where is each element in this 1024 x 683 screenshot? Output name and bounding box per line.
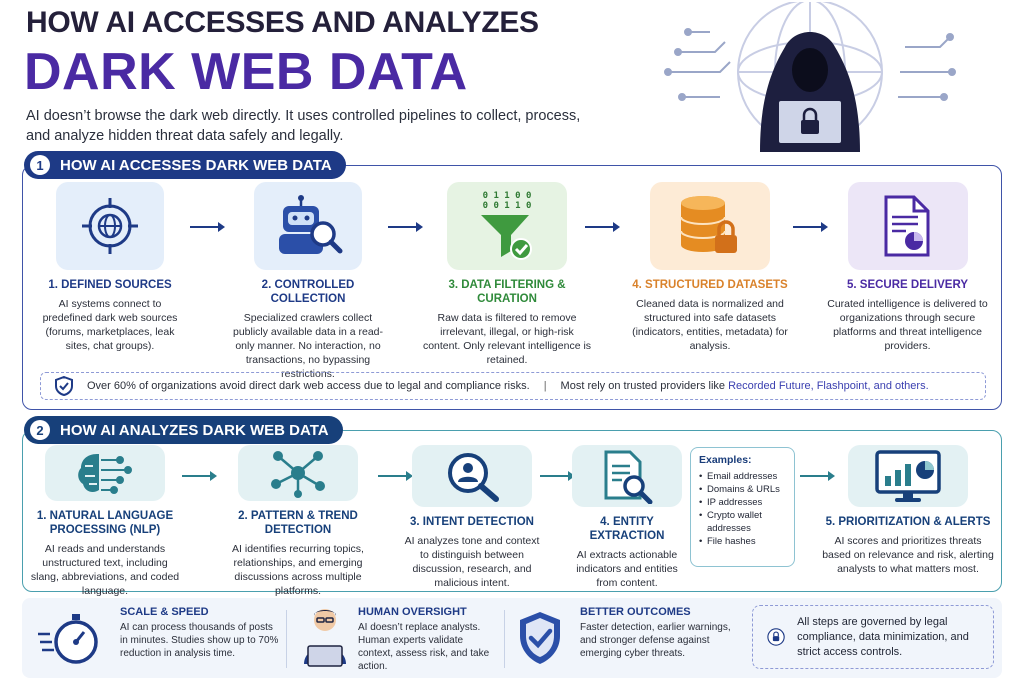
step-title: 1. NATURAL LANGUAGE PROCESSING (NLP) — [36, 510, 174, 536]
example-item: Domains & URLs — [699, 483, 786, 496]
section-title: HOW AI ANALYZES DARK WEB DATA — [60, 421, 329, 439]
stopwatch-icon — [38, 614, 98, 664]
arrow-right-icon — [540, 471, 575, 481]
section-access — [22, 165, 1002, 410]
note-right-prefix: Most rely on trusted providers like — [560, 380, 729, 392]
arrow-right-icon — [388, 222, 423, 232]
governance-text: All steps are governed by legal complian… — [797, 615, 969, 658]
step-description: AI analyzes tone and context to distingu… — [404, 535, 540, 589]
circuit-lines-left — [664, 28, 731, 101]
step-description: AI scores and prioritizes threats based … — [822, 535, 994, 575]
note-right-text: Most rely on trusted providers like Reco… — [561, 380, 929, 392]
access-step-data-filtering: 0 1 1 0 0 0 0 1 1 0 3. DATA FILTERING & … — [422, 182, 592, 367]
shield-check-icon — [55, 376, 73, 396]
benefit-description: AI can process thousands of posts in min… — [120, 622, 279, 659]
arrow-right-icon — [378, 471, 413, 481]
benefit-title: HUMAN OVERSIGHT — [358, 606, 467, 618]
step-description: AI extracts actionable indicators and en… — [576, 549, 678, 589]
robot-magnifier-icon — [254, 182, 362, 270]
intro-text: AI doesn’t browse the dark web directly.… — [26, 108, 581, 144]
step-description: AI systems connect to predefined dark we… — [42, 298, 178, 352]
shield-check-icon — [520, 612, 560, 664]
benefit-title: BETTER OUTCOMES — [580, 606, 691, 618]
benefit-human-oversight: HUMAN OVERSIGHT AI doesn’t replace analy… — [358, 606, 498, 673]
divider — [504, 610, 505, 668]
examples-title: Examples: — [699, 454, 752, 466]
example-item: Crypto wallet addresses — [699, 509, 786, 535]
section-number: 1 — [30, 155, 50, 175]
entity-examples-box: Examples: Email addresses Domains & URLs… — [690, 447, 795, 567]
hooded-hacker-illustration — [664, 2, 956, 152]
example-item: IP addresses — [699, 496, 786, 509]
page-title-line1: HOW AI ACCESSES AND ANALYZES — [26, 6, 539, 39]
step-title: 5. SECURE DELIVERY — [847, 279, 968, 291]
brain-circuit-icon — [45, 445, 165, 501]
section-number: 2 — [30, 420, 50, 440]
hood-face — [792, 48, 828, 92]
benefit-description: Faster detection, earlier warnings, and … — [580, 622, 731, 659]
example-item: File hashes — [699, 535, 786, 548]
divider — [286, 610, 287, 668]
step-title: 5. PRIORITIZATION & ALERTS — [825, 516, 991, 528]
page-title-line2: DARK WEB DATA — [24, 43, 468, 101]
section-analysis-header: 2 HOW AI ANALYZES DARK WEB DATA — [24, 416, 343, 444]
benefits-bar: SCALE & SPEED AI can process thousands o… — [22, 598, 1002, 678]
step-title: 2. CONTROLLED COLLECTION — [261, 279, 355, 305]
access-step-controlled-collection: 2. CONTROLLED COLLECTION Specialized cra… — [228, 182, 388, 381]
note-separator: | — [543, 380, 547, 392]
analysis-step-prioritization: 5. PRIORITIZATION & ALERTS AI scores and… — [822, 445, 994, 576]
step-title: 4. STRUCTURED DATASETS — [632, 279, 788, 291]
access-step-structured-datasets: 4. STRUCTURED DATASETS Cleaned data is n… — [620, 182, 800, 353]
benefit-scale-speed: SCALE & SPEED AI can process thousands o… — [120, 606, 280, 660]
access-step-secure-delivery: 5. SECURE DELIVERY Curated intelligence … — [820, 182, 995, 353]
access-step-defined-sources: 1. DEFINED SOURCES AI systems connect to… — [35, 182, 185, 353]
laptop-lock-icon — [801, 107, 819, 134]
analysis-step-nlp: 1. NATURAL LANGUAGE PROCESSING (NLP) AI … — [30, 445, 180, 598]
network-nodes-icon — [238, 445, 358, 501]
filter-funnel-icon: 0 1 1 0 0 0 0 1 1 0 — [447, 182, 567, 270]
step-description: AI reads and understands unstructured te… — [30, 543, 180, 597]
section-title: HOW AI ACCESSES DARK WEB DATA — [60, 156, 332, 174]
arrow-right-icon — [793, 222, 828, 232]
step-description: Curated intelligence is delivered to org… — [827, 298, 988, 352]
step-title: 2. PATTERN & TREND DETECTION — [238, 510, 358, 536]
note-left-text: Over 60% of organizations avoid direct d… — [87, 380, 530, 392]
section-analysis — [22, 430, 1002, 592]
note-providers-highlight: Recorded Future, Flashpoint, and others. — [728, 380, 929, 392]
step-title: 1. DEFINED SOURCES — [48, 279, 172, 291]
lock-circle-icon — [767, 628, 785, 646]
database-lock-icon — [650, 182, 770, 270]
step-title: 3. DATA FILTERING & CURATION — [448, 279, 566, 305]
arrow-right-icon — [800, 471, 835, 481]
report-document-icon — [847, 182, 968, 270]
benefit-title: SCALE & SPEED — [120, 606, 209, 618]
step-description: Specialized crawlers collect publicly av… — [232, 312, 383, 380]
compliance-note: Over 60% of organizations avoid direct d… — [40, 372, 986, 400]
arrow-right-icon — [585, 222, 620, 232]
arrow-right-icon — [182, 471, 217, 481]
governance-box: All steps are governed by legal complian… — [752, 605, 994, 669]
analysis-step-pattern-detection: 2. PATTERN & TREND DETECTION AI identifi… — [218, 445, 378, 598]
dashboard-monitor-icon — [848, 445, 968, 507]
example-item: Email addresses — [699, 470, 786, 483]
binary-digits: 0 1 1 0 0 0 0 1 1 0 — [482, 191, 532, 211]
step-title: 4. ENTITY EXTRACTION — [589, 516, 665, 542]
person-magnifier-icon — [412, 445, 532, 507]
step-description: Raw data is filtered to remove irrelevan… — [422, 312, 592, 366]
benefit-better-outcomes: BETTER OUTCOMES Faster detection, earlie… — [580, 606, 740, 660]
section-access-header: 1 HOW AI ACCESSES DARK WEB DATA — [24, 151, 346, 179]
step-description: Cleaned data is normalized and structure… — [632, 298, 788, 352]
benefit-description: AI doesn’t replace analysts. Human exper… — [358, 622, 490, 672]
globe-crosshair-icon — [56, 182, 164, 270]
circuit-lines-right — [898, 33, 956, 101]
step-title: 3. INTENT DETECTION — [410, 516, 534, 528]
analysis-step-entity-extraction: 4. ENTITY EXTRACTION AI extracts actiona… — [568, 445, 686, 590]
document-search-icon — [572, 445, 682, 507]
step-description: AI identifies recurring topics, relation… — [232, 543, 364, 597]
analyst-laptop-icon — [304, 609, 346, 667]
analysis-step-intent-detection: 3. INTENT DETECTION AI analyzes tone and… — [402, 445, 542, 590]
arrow-right-icon — [190, 222, 225, 232]
